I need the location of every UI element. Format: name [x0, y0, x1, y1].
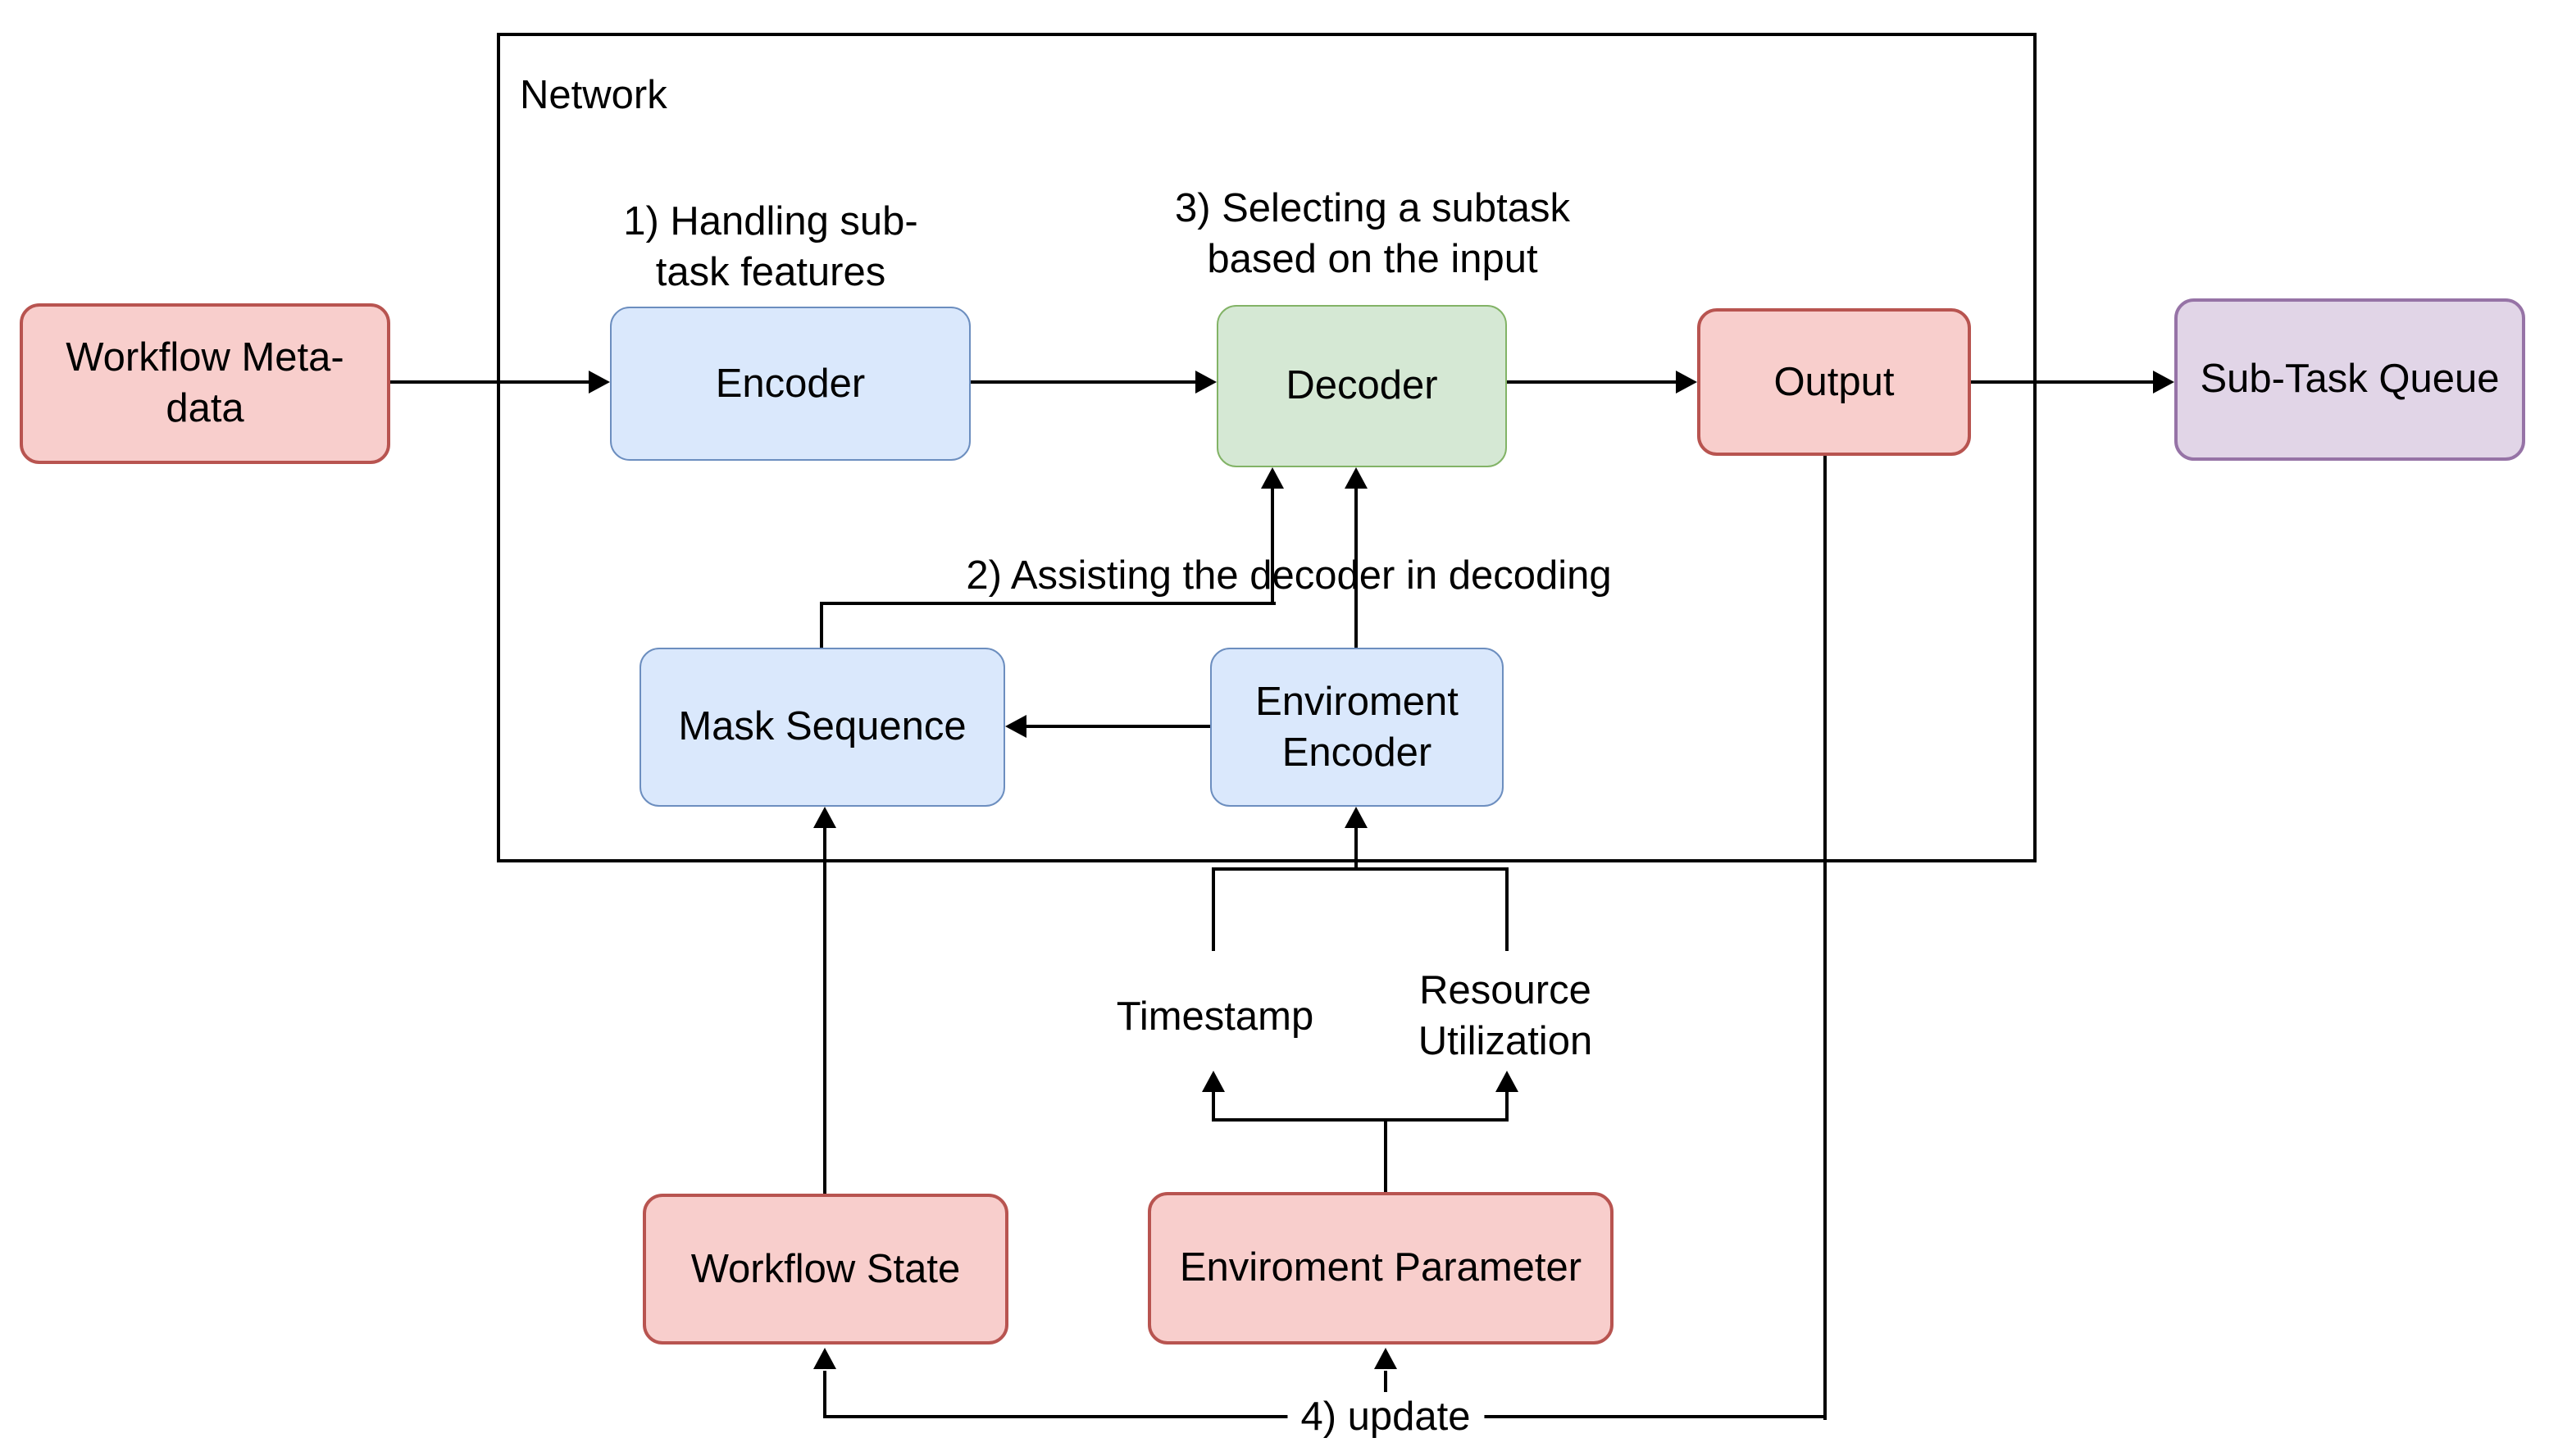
arrowhead-right-icon — [1676, 370, 1697, 393]
connector-line — [1354, 487, 1359, 648]
annotation-step4-update: 4) update — [1287, 1392, 1484, 1443]
annotation-step1: 1) Handling sub- task features — [623, 200, 918, 295]
arrowhead-up-icon — [1344, 467, 1367, 489]
network-container-box — [497, 33, 2037, 862]
arrowhead-left-icon — [1005, 714, 1026, 737]
connector-line — [1270, 487, 1275, 603]
connector-line — [1211, 867, 1509, 871]
connector-line — [971, 380, 1197, 384]
annotation-step3: 3) Selecting a subtask based on the inpu… — [1174, 187, 1571, 282]
arrowhead-right-icon — [1195, 370, 1217, 393]
arrowhead-up-icon — [1260, 467, 1283, 489]
node-workflow-state: Workflow State — [643, 1194, 1008, 1345]
connector-line — [1211, 1089, 1216, 1120]
connector-line — [1026, 724, 1210, 729]
node-output: Output — [1697, 308, 1971, 456]
connector-line — [822, 828, 827, 1194]
node-decoder: Decoder — [1217, 305, 1507, 467]
network-label: Network — [520, 74, 667, 118]
connector-line — [1971, 380, 2155, 384]
arrowhead-up-icon — [1201, 1071, 1224, 1092]
arrowhead-up-icon — [1344, 807, 1367, 828]
connector-line — [1211, 869, 1216, 951]
connector-line — [822, 1371, 827, 1417]
connector-line — [1823, 456, 1827, 1420]
arrowhead-up-icon — [812, 1348, 835, 1369]
connector-line — [1383, 1120, 1388, 1194]
arrowhead-up-icon — [1373, 1348, 1396, 1369]
node-workflow-metadata: Workflow Meta- data — [20, 303, 390, 464]
arrowhead-up-icon — [1495, 1071, 1518, 1092]
connector-line — [1504, 1089, 1509, 1120]
label-resource-utilization: Resource Utilization — [1418, 969, 1593, 1064]
node-enviroment-encoder: Enviroment Encoder — [1210, 648, 1504, 807]
connector-line — [819, 603, 824, 648]
node-encoder: Encoder — [610, 307, 971, 461]
annotation-step2: 2) Assisting the decoder in decoding — [966, 554, 1612, 598]
connector-line — [1507, 380, 1677, 384]
connector-line — [1504, 869, 1509, 951]
arrowhead-up-icon — [812, 807, 835, 828]
node-subtask-queue: Sub-Task Queue — [2174, 298, 2525, 461]
label-timestamp: Timestamp — [1116, 995, 1314, 1040]
connector-line — [1211, 1117, 1509, 1122]
arrowhead-right-icon — [2153, 370, 2174, 393]
connector-line — [1354, 825, 1359, 871]
node-mask-sequence: Mask Sequence — [640, 648, 1005, 807]
connector-line — [819, 601, 1276, 606]
node-enviroment-parameter: Enviroment Parameter — [1148, 1192, 1614, 1345]
arrowhead-right-icon — [589, 370, 610, 393]
connector-line — [390, 380, 590, 384]
